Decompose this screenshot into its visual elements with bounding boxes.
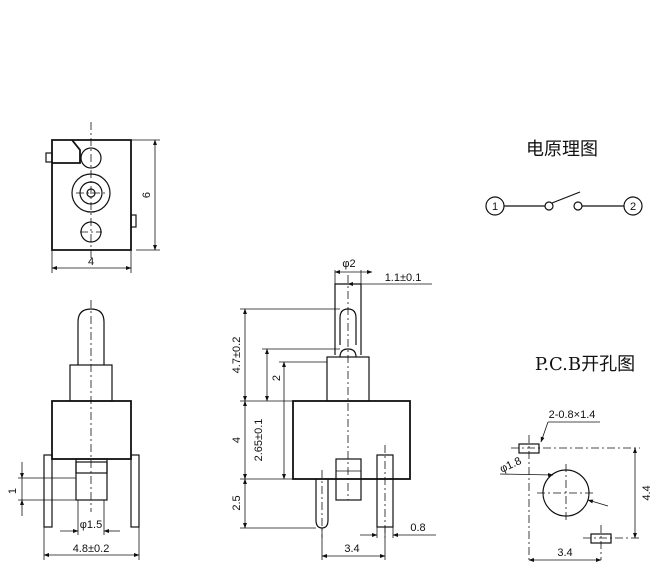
front-body-width-label: 4.8±0.2 bbox=[73, 543, 110, 555]
switch-schematic bbox=[485, 191, 643, 216]
pcb-hole-label: φ1.8 bbox=[498, 455, 523, 475]
top-view-height-label: 6 bbox=[141, 192, 153, 198]
terminal-1-label: 1 bbox=[492, 201, 498, 213]
front-pin-height-label: 1 bbox=[7, 488, 19, 494]
pin-spacing-label: 3.4 bbox=[344, 543, 359, 555]
front-view bbox=[18, 300, 140, 560]
schematic-title: 电原理图 bbox=[526, 139, 598, 160]
plunger-diameter-label: φ2 bbox=[342, 258, 355, 270]
pin-length-label: 2.5 bbox=[231, 495, 243, 510]
side-view bbox=[240, 270, 436, 560]
pcb-title: P.C.B开孔图 bbox=[535, 354, 635, 375]
pcb-height-label: 4.4 bbox=[641, 485, 653, 500]
pcb-slot-label: 2-0.8×1.4 bbox=[549, 409, 596, 421]
top-view bbox=[45, 122, 160, 273]
plunger-offset-label: 1.1±0.1 bbox=[385, 272, 422, 284]
pcb-hole-layout bbox=[499, 421, 640, 562]
front-pin-diameter-label: φ1.5 bbox=[80, 519, 102, 531]
body-sub-label: 2.65±0.1 bbox=[253, 419, 265, 462]
travel-label: 2 bbox=[271, 375, 283, 381]
body-height-label: 4 bbox=[231, 437, 243, 443]
terminal-2-label: 2 bbox=[630, 201, 636, 213]
pin-width-label: 0.8 bbox=[410, 522, 425, 534]
pcb-width-label: 3.4 bbox=[557, 547, 572, 559]
total-travel-label: 4.7±0.2 bbox=[231, 337, 243, 374]
top-view-width-label: 4 bbox=[88, 256, 94, 268]
